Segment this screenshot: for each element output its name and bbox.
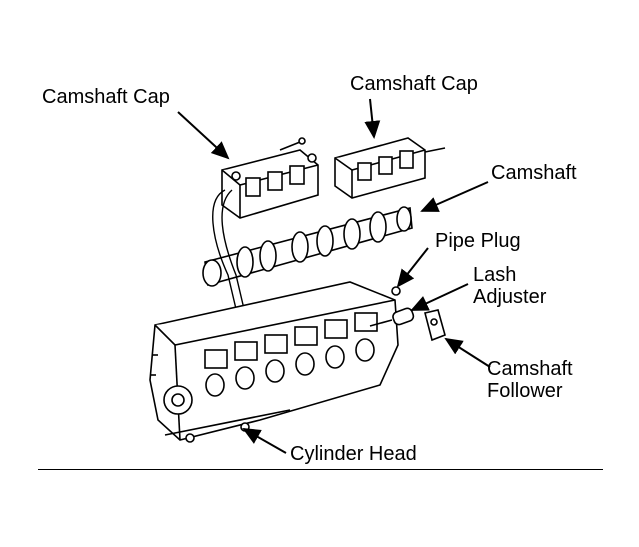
camshaft-part — [202, 206, 413, 287]
label-camshaft-follower: Camshaft Follower — [487, 358, 573, 402]
cylinder-head-part — [149, 281, 399, 443]
camshaft-cap-right-part — [334, 137, 446, 199]
label-lash-adjuster-line1: Lash — [473, 264, 517, 286]
leader-lines — [177, 98, 491, 454]
label-cylinder-head: Cylinder Head — [290, 443, 417, 465]
label-camshaft-follower-line2: Follower — [487, 380, 563, 402]
camshaft-cap-left-part — [221, 137, 319, 219]
label-camshaft-follower-line1: Camshaft — [487, 358, 573, 380]
label-lash-adjuster-line2: Adjuster — [473, 286, 547, 308]
label-pipe-plug: Pipe Plug — [435, 230, 521, 252]
bottom-rule — [38, 469, 603, 470]
lash-adjuster-part — [369, 307, 415, 327]
label-lash-adjuster: Lash Adjuster — [473, 264, 546, 308]
pipe-plug-part — [391, 286, 401, 296]
camshaft-follower-part — [424, 309, 446, 342]
label-camshaft-cap-right: Camshaft Cap — [350, 73, 478, 95]
label-camshaft: Camshaft — [491, 162, 577, 184]
label-camshaft-cap-left: Camshaft Cap — [42, 86, 170, 108]
